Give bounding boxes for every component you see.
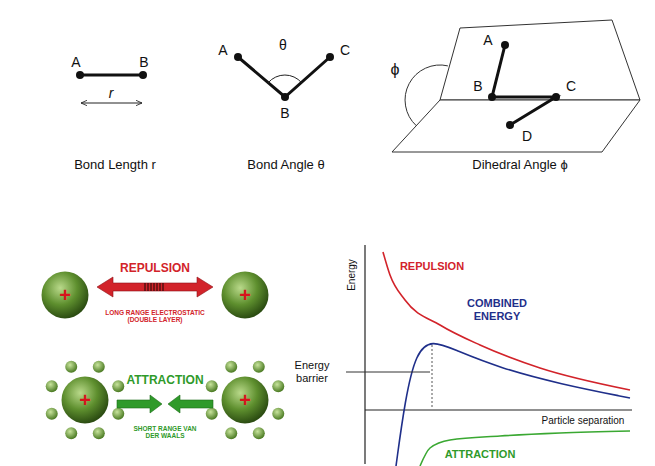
- counter-ion: [253, 361, 265, 373]
- atom-letter: B: [280, 105, 289, 121]
- arrow-stripe: [150, 283, 151, 291]
- charge-sign: +: [59, 285, 71, 305]
- leader-line: [346, 372, 430, 373]
- curve-label: COMBINED ENERGY: [455, 297, 539, 322]
- energy-curves: [383, 252, 630, 466]
- particle-text-box: +: [221, 376, 269, 424]
- force-arrow: [117, 395, 162, 413]
- atom-letter: A: [218, 42, 227, 58]
- atom-dot: [501, 41, 509, 49]
- counter-ion: [272, 408, 284, 420]
- atom-dot: [281, 93, 289, 101]
- particle-body: [42, 272, 89, 319]
- callout-label: Energy barrier: [281, 359, 343, 384]
- counter-ion: [206, 408, 218, 420]
- force-note: LONG RANGE ELECTROSTATIC (DOUBLE LAYER): [99, 309, 211, 324]
- angle-symbol: θ: [279, 37, 287, 53]
- arrow-stripe: [147, 283, 148, 291]
- counter-ion: [225, 427, 237, 439]
- axis-label: Energy: [346, 259, 358, 291]
- charge-sign: +: [239, 285, 251, 305]
- particle-text-box: +: [41, 271, 89, 319]
- force-note: SHORT RANGE VAN DER WAALS: [130, 425, 200, 440]
- atom-dot: [76, 71, 84, 79]
- particle-text-box: +: [221, 271, 269, 319]
- particle-body: [62, 377, 109, 424]
- arrow-stripe: [162, 283, 163, 291]
- atom-letter: A: [483, 32, 492, 48]
- charge-sign: +: [79, 390, 91, 410]
- combined-energy-curve: [396, 344, 630, 466]
- counter-ion: [93, 361, 105, 373]
- particle-body: [222, 377, 269, 424]
- counter-ion: [93, 427, 105, 439]
- atom-letter: C: [566, 78, 576, 94]
- upper-plane: [440, 20, 640, 100]
- angle-arc: [268, 75, 301, 83]
- atom-dot: [488, 93, 496, 101]
- axis-label: Particle separation: [542, 415, 625, 427]
- lower-plane: [392, 100, 640, 152]
- repulsion-arrow: [97, 277, 213, 297]
- particle-circle: +: [221, 376, 269, 424]
- counter-ions: [46, 361, 285, 440]
- atom-letter: B: [139, 54, 148, 70]
- energy-axis: [364, 245, 365, 464]
- force-arrow: [168, 395, 213, 413]
- particle-circle: +: [61, 376, 109, 424]
- attraction-curve: [420, 431, 630, 466]
- atom-letter: B: [473, 78, 482, 94]
- particle-circle: +: [41, 271, 89, 319]
- charge-sign: +: [239, 390, 251, 410]
- particle-body: [222, 272, 269, 319]
- bond-lines: [238, 57, 330, 97]
- counter-ion: [225, 361, 237, 373]
- separation-axis: [365, 409, 632, 410]
- counter-ion: [112, 408, 124, 420]
- dimension-label: r: [109, 85, 114, 101]
- angle-symbol: ϕ: [391, 61, 400, 79]
- particle-text-box: +: [61, 376, 109, 424]
- force-arrow: [97, 277, 213, 297]
- atom-dot: [139, 71, 147, 79]
- counter-ion: [46, 380, 58, 392]
- counter-ion: [112, 380, 124, 392]
- atom-letter: C: [340, 42, 350, 58]
- counter-ion: [65, 427, 77, 439]
- counter-ion: [65, 361, 77, 373]
- figure-caption: Dihedral Angle ϕ: [472, 158, 567, 173]
- curve-label: REPULSION: [400, 260, 464, 273]
- bond-line: [80, 74, 143, 77]
- counter-ion: [272, 380, 284, 392]
- particle-circle: +: [221, 271, 269, 319]
- counter-ion: [253, 427, 265, 439]
- atom-dot: [506, 121, 514, 129]
- dimension-arrow: [81, 103, 142, 104]
- curve-label: ATTRACTION: [445, 448, 516, 461]
- force-label: ATTRACTION: [126, 374, 203, 388]
- atom-letter: A: [71, 54, 80, 70]
- arrow-stripe: [144, 283, 145, 291]
- arrow-stripe: [159, 283, 160, 291]
- arrow-stripe: [153, 283, 154, 291]
- atom-letter: D: [522, 128, 532, 144]
- atom-dot: [552, 93, 560, 101]
- barrier-height: [432, 345, 433, 408]
- counter-ion: [46, 408, 58, 420]
- counter-ion: [206, 380, 218, 392]
- force-label: REPULSION: [120, 262, 190, 276]
- dihedral-arc: [405, 65, 448, 126]
- attraction-arrows: [117, 395, 213, 413]
- atom-dot: [234, 53, 242, 61]
- atom-dot: [326, 53, 334, 61]
- figure-caption: Bond Angle θ: [247, 158, 324, 173]
- arrow-stripe: [156, 283, 157, 291]
- bond-lines: [492, 45, 556, 125]
- figure-caption: Bond Length r: [74, 158, 156, 173]
